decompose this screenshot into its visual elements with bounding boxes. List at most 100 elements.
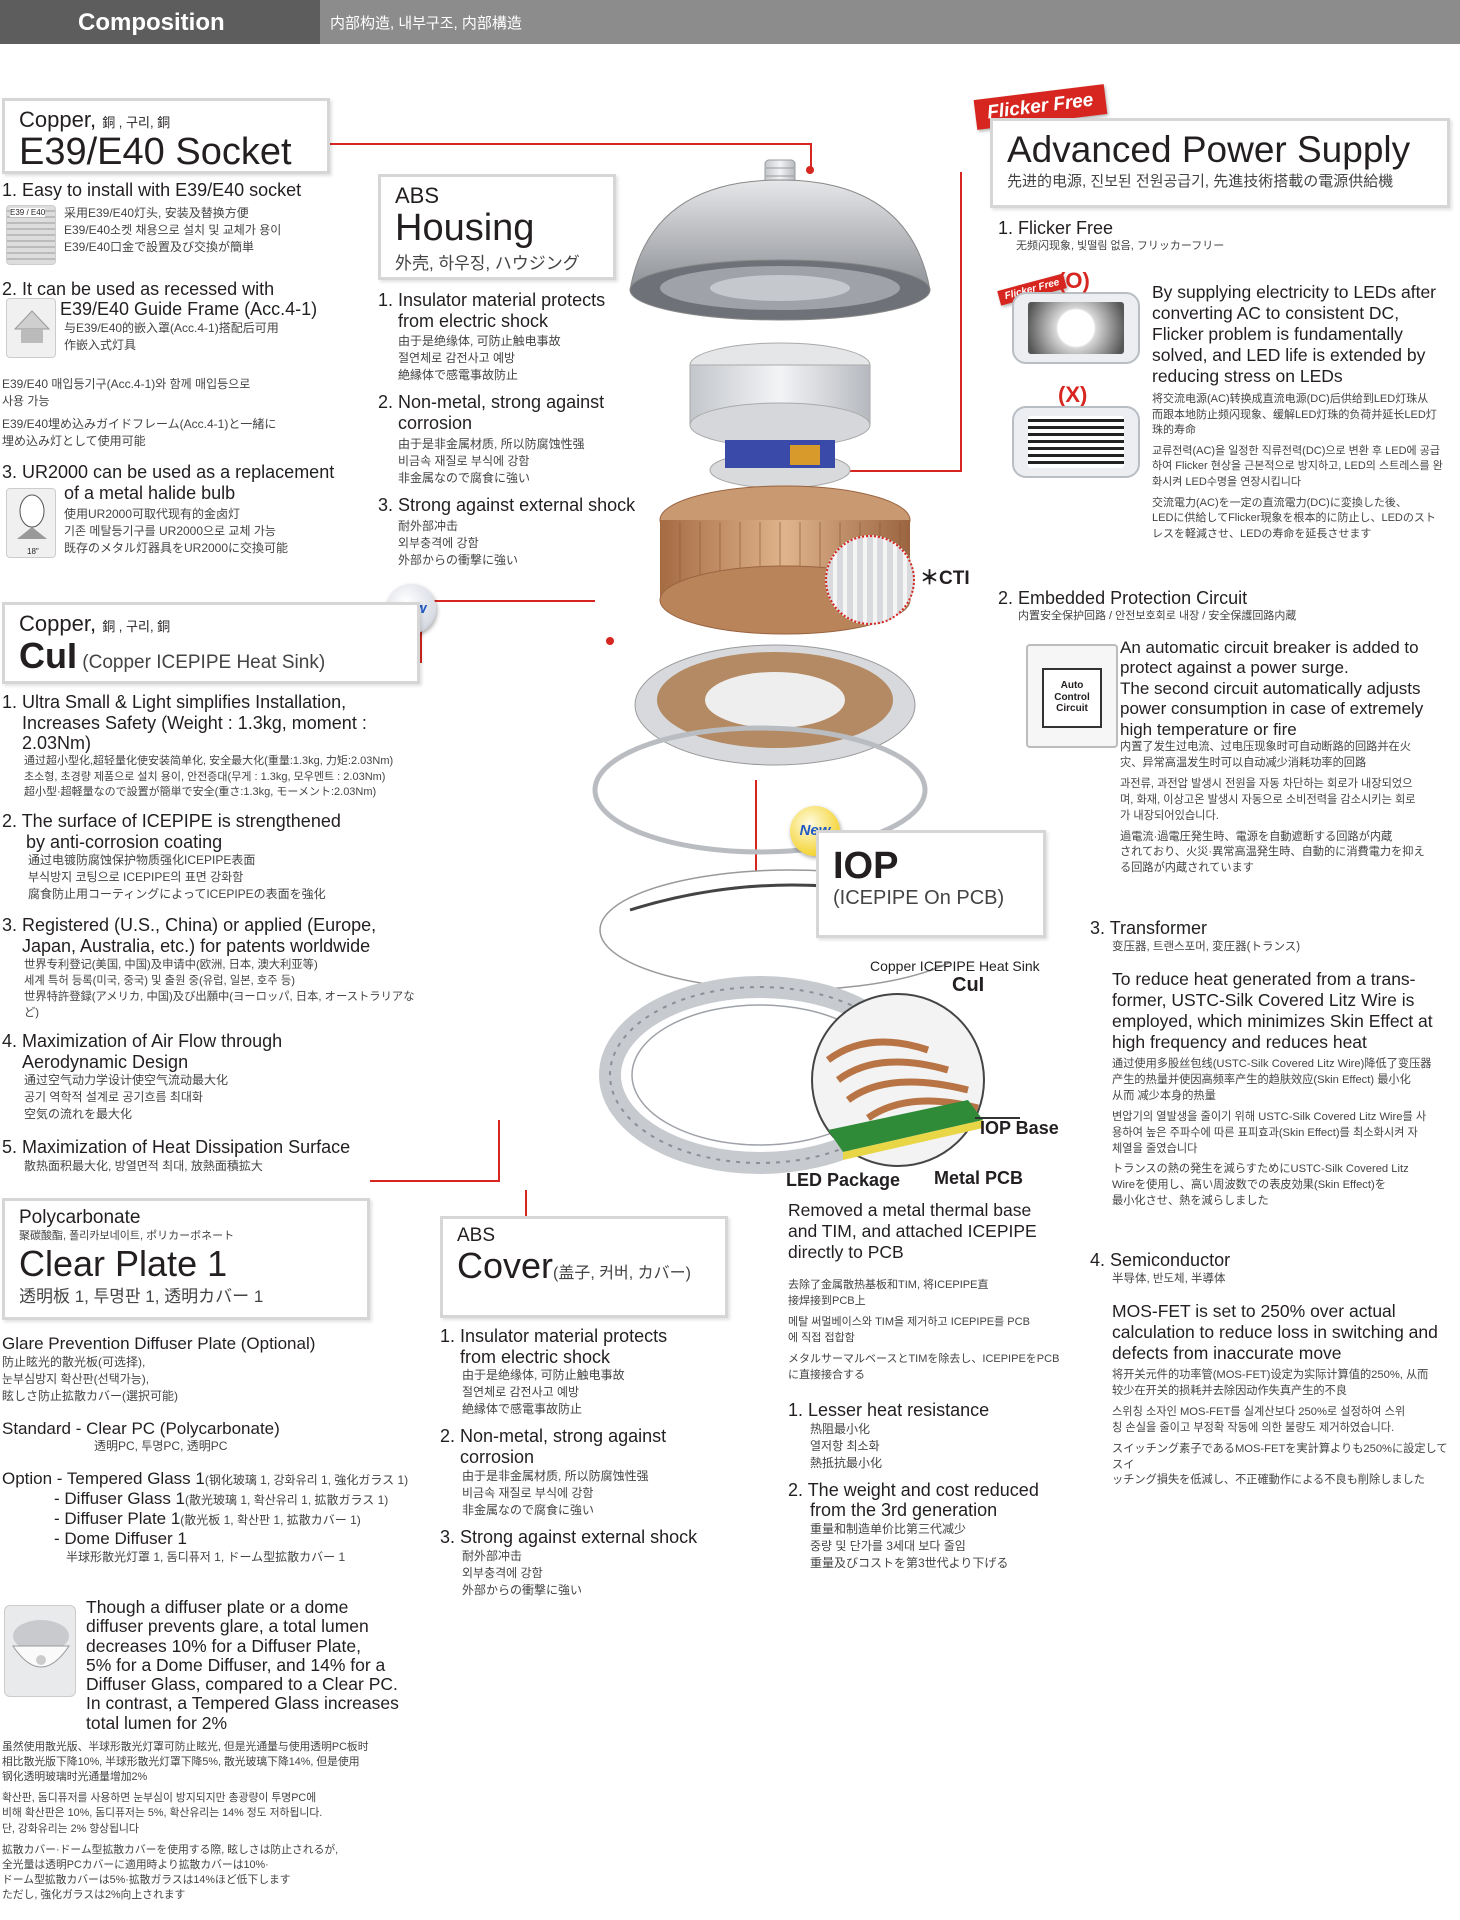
iop-item1-title: 1. Lesser heat resistance xyxy=(788,1400,990,1420)
cui-item1-title: 1. Ultra Small & Light simplifies Instal… xyxy=(2,692,367,754)
connector-cover xyxy=(525,1190,527,1218)
connector-clear-v xyxy=(498,1120,500,1182)
socket-item2-jp: E39/E40埋め込みガイドフレーム(Acc.4-1)と一緒に埋め込み灯として使… xyxy=(2,417,277,449)
power-supply-case-part xyxy=(689,342,871,448)
power-item1-langs: 无频闪现象, 빛떨림 없음, フリッカーフリー xyxy=(1016,239,1225,252)
iop-base-pointer xyxy=(975,1117,1020,1119)
cti-detail-magnifier xyxy=(825,535,915,625)
clear-title: Clear Plate 1 xyxy=(19,1242,228,1284)
socket-features: 1. Easy to install with E39/E40 socket E… xyxy=(2,180,362,574)
cui-item3-title: 3. Registered (U.S., China) or applied (… xyxy=(2,915,377,957)
clear-langs: 透明板 1, 투명판 1, 透明カバー 1 xyxy=(19,1287,264,1307)
power-item2-langs: 内置安全保护回路 / 안전보호회로 내장 / 安全保護回路内蔵 xyxy=(1018,609,1297,622)
cui-features: 1. Ultra Small & Light simplifies Instal… xyxy=(2,692,422,1175)
cui-item5-title: 5. Maximization of Heat Dissipation Surf… xyxy=(2,1137,351,1158)
diffuser-note-langs: 虽然使用散光版、半球形散光灯罩可防止眩光, 但是光通量与使用透明PC板时相比散光… xyxy=(2,1741,369,1901)
clear-features: Glare Prevention Diffuser Plate (Optiona… xyxy=(2,1334,432,1566)
option-list: Option - Tempered Glass 1(钢化玻璃 1, 강화유리 1… xyxy=(2,1469,409,1565)
dome-diffuser-thumb-icon xyxy=(4,1605,76,1697)
clear-material-langs: 聚碳酸酯, 폴리카보네이트, ポリカーボネート xyxy=(19,1230,235,1242)
power-item4-langs-block: 将开关元件的功率管(MOS-FET)设定为实际计算值的250%, 从而较少在开关… xyxy=(1112,1369,1448,1487)
socket-thumb-icon: E39 / E40 xyxy=(6,204,56,265)
socket-item2-cn: 与E39/E40的嵌入罩(Acc.4-1)搭配后可用作嵌入式灯具 xyxy=(64,321,279,353)
power-item3: 3. Transformer 变压器, 트랜스포머, 変圧器(トランス) To … xyxy=(1090,918,1455,1210)
power-item2-title: 2. Embedded Protection Circuit xyxy=(998,588,1248,608)
cui-item1-langs: 通过超小型化,超轻量化使安装简单化, 安全最大化(重量:1.3kg, 力矩:2.… xyxy=(24,755,394,799)
glare-title: Glare Prevention Diffuser Plate (Optiona… xyxy=(2,1334,316,1353)
power-title: Advanced Power Supply xyxy=(1007,129,1411,170)
clear-plate-title-box: Polycarbonate 聚碳酸酯, 폴리카보네이트, ポリカーボネート Cl… xyxy=(2,1198,370,1320)
iop-diagram-label-led: LED Package xyxy=(786,1170,901,1190)
power-item1-title: 1. Flicker Free xyxy=(998,218,1114,238)
power-item4-title: 4. Semiconductor xyxy=(1090,1250,1231,1270)
iop-desc-langs: 去除了金属散热基板和TIM, 将ICEPIPE直接焊接到PCB上 메탈 써멀베이… xyxy=(788,1279,1060,1382)
standard-title: Standard - Clear PC (Polycarbonate) xyxy=(2,1418,280,1438)
housing-title: Housing xyxy=(395,207,535,249)
socket-title-box: Copper, 銅 , 구리, 銅 E39/E40 Socket xyxy=(2,98,330,174)
good-mark: (O) xyxy=(1058,268,1090,293)
cui-material: Copper, 銅 , 구리, 銅 xyxy=(19,611,171,636)
housing-material: ABS xyxy=(395,183,440,208)
socket-material: Copper, 銅 , 구리, 銅 xyxy=(19,107,171,132)
cover-title-box: ABS Cover(盖子, 커버, カバー) xyxy=(440,1216,728,1318)
housing-part xyxy=(629,179,931,321)
iop-title-box: IOP (ICEPIPE On PCB) xyxy=(816,830,1046,938)
connector-cui xyxy=(420,600,595,602)
cti-label: ＊CTI xyxy=(920,568,970,589)
power-item3-langs: 变压器, 트랜스포머, 変圧器(トランス) xyxy=(1112,940,1301,953)
section-subtitle: 内部构造, 내부구조, 内部構造 xyxy=(330,15,522,32)
iop-diagram-label-heatsink: Copper ICEPIPE Heat Sink xyxy=(870,958,1040,974)
power-item3-title: 3. Transformer xyxy=(1090,918,1208,938)
cover-material: ABS xyxy=(457,1225,496,1246)
power-title-box: Advanced Power Supply 先进的电源, 진보된 전원공급기, … xyxy=(990,118,1450,208)
power-item2: 2. Embedded Protection Circuit 内置安全保护回路 … xyxy=(998,588,1458,624)
anchor-cui-dot xyxy=(606,637,614,645)
cui-item2-title: 2. The surface of ICEPIPE is strengthene… xyxy=(2,810,341,852)
power-item4-langs: 半导体, 반도체, 半導体 xyxy=(1112,1272,1226,1285)
bad-mark: (X) xyxy=(1058,382,1088,407)
power-item3-en: To reduce heat generated from a trans-fo… xyxy=(1112,969,1433,1053)
iop-title: IOP xyxy=(833,845,899,887)
standard-langs: 透明PC, 투명PC, 透明PC xyxy=(94,1439,228,1454)
iop-diagram-label-base: IOP Base xyxy=(980,1118,1059,1138)
power-item2-langs-block: 内置了发生过电流、过电压现象时可自动断路的回路并在火灾、异常高温发生时可以自动减… xyxy=(1120,741,1425,875)
housing-langs: 外壳, 하우징, ハウジング xyxy=(395,253,580,273)
connector-power-h xyxy=(790,470,962,472)
cui-title-box: Copper, 銅 , 구리, 銅 CuI (Copper ICEPIPE He… xyxy=(2,602,420,684)
power-item3-langs-block: 通过使用多股丝包线(USTC-Silk Covered Litz Wire)降低… xyxy=(1112,1058,1432,1208)
glare-langs: 防止眩光的散光板(可选择),눈부심방지 확산판(선택가능),眩しさ防止拡散カバー… xyxy=(2,1354,178,1403)
socket-title: E39/E40 Socket xyxy=(19,131,292,173)
connector-power xyxy=(960,172,962,472)
connector-clear xyxy=(370,1180,500,1182)
connector-socket xyxy=(330,143,812,145)
power-features: 1. Flicker Free 无频闪现象, 빛떨림 없음, フリッカーフリー xyxy=(998,218,1458,254)
anchor-socket-dot xyxy=(806,166,814,174)
iop-diagram-label-pcb: Metal PCB xyxy=(934,1168,1024,1188)
power-langs: 先进的电源, 진보된 전원공급기, 先進技術搭載の電源供給機 xyxy=(1007,172,1394,190)
cui-item3-langs: 世界专利登记(美国, 中国)及申请中(欧洲, 日本, 澳大利亚等)세계 특허 등… xyxy=(24,958,415,1019)
cover-title: Cover(盖子, 커버, カバー) xyxy=(457,1245,691,1286)
exploded-product-illustration xyxy=(592,159,950,1174)
